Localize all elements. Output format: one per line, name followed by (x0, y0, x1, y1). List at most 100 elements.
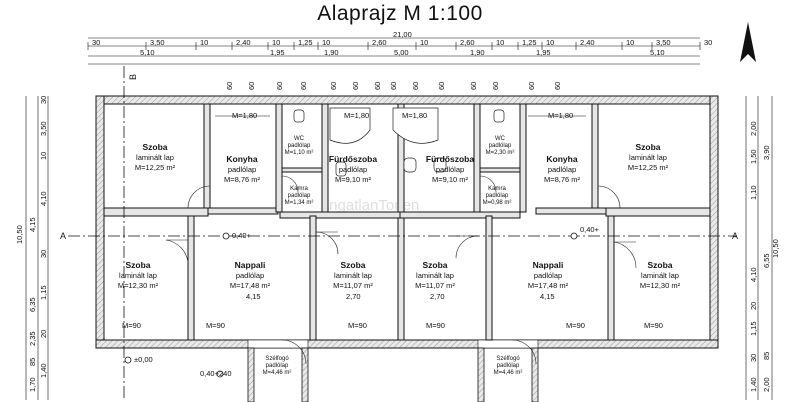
dim-right-inner: 1,50 (749, 149, 758, 164)
room-name: Fürdőszoba (426, 154, 474, 164)
dim-pier: 60 (469, 82, 478, 90)
dim-living-r: 4,15 (540, 292, 555, 301)
page-title: Alaprajz M 1:100 (317, 2, 483, 25)
opening-bath-l: M=1,80 (344, 111, 369, 120)
room-floor: laminált lap (641, 271, 679, 280)
dim-right-inner: 1,40 (749, 377, 758, 392)
room-area: M=2,30 m² (486, 150, 515, 156)
dim-left-inner: 1,15 (39, 285, 48, 300)
dim-left-outer: 2,35 (28, 331, 37, 346)
opening-kitchen-r: M=1,80 (548, 111, 573, 120)
dim-left-outer: 4,15 (28, 217, 37, 232)
dim-left-outer: 85 (28, 358, 37, 366)
door-swings (165, 175, 637, 365)
room-floor: laminált lap (119, 271, 157, 280)
dim-room-c2: 2,70 (430, 292, 445, 301)
dim-left-inner: 3,50 (39, 121, 48, 136)
dim-top-row2: 1,95 (536, 48, 551, 57)
room-floor: padlólap (339, 165, 367, 174)
room-floor: laminált lap (416, 271, 454, 280)
dim-pier: 60 (373, 82, 382, 90)
dim-right-outer: 6,55 (762, 253, 771, 268)
dim-left-inner: 20 (39, 330, 48, 338)
dim-top-row1: 1,25 (298, 38, 313, 47)
room-name: WC (495, 136, 506, 142)
room-name: Szoba (142, 142, 167, 152)
dim-pier: 60 (329, 82, 338, 90)
room-name: Konyha (546, 154, 577, 164)
dim-top-row1: 1,25 (522, 38, 537, 47)
room-floor: laminált lap (629, 153, 667, 162)
dim-top-row1: 2,40 (580, 38, 595, 47)
dim-right-inner: 1,10 (749, 185, 758, 200)
dim-top-row1: 10 (420, 38, 428, 47)
room-name: Szoba (635, 142, 660, 152)
room-floor: padlólap (228, 165, 256, 174)
dim-top-row1: 10 (496, 38, 504, 47)
room-floor: padlólap (548, 165, 576, 174)
dim-top-row1: 30 (92, 38, 100, 47)
room-floor: padlólap (489, 143, 512, 149)
room-floor: padlólap (288, 143, 311, 149)
section-b-top: B (128, 74, 138, 80)
outer-walls (95, 95, 719, 402)
bathroom-fixtures (293, 107, 505, 177)
room-floor: padlólap (236, 271, 264, 280)
dim-pier: 60 (491, 82, 500, 90)
dim-top-row1: 10 (322, 38, 330, 47)
room-area: M=12,30 m² (640, 281, 681, 290)
room-area: M=8,76 m² (224, 175, 261, 184)
dim-pier: 60 (527, 82, 536, 90)
section-a-left: A (60, 231, 66, 241)
watermark: IngatlanTonen (325, 197, 419, 214)
room-area: M=4,46 m² (263, 370, 292, 376)
north-arrow-icon (740, 22, 756, 62)
room-name: Nappali (235, 260, 266, 270)
dim-total-right: 10,50 (771, 239, 780, 258)
room-name: Szoba (340, 260, 365, 270)
dim-top-row1: 3,50 (150, 38, 165, 47)
room-floor: laminált lap (136, 153, 174, 162)
dim-left-inner: 30 (39, 96, 48, 104)
dim-top-row2: 5,10 (650, 48, 665, 57)
level-label-2: 0,40+ (580, 225, 600, 234)
room-name: Kamra (488, 186, 506, 192)
dim-top-row1: 10 (272, 38, 280, 47)
room-area: M=11,07 m² (415, 281, 455, 290)
room-area: M=12,25 m² (628, 163, 669, 172)
dim-pier: 60 (351, 82, 360, 90)
room-area: M=9,10 m² (432, 175, 469, 184)
dim-top-row2: 1,95 (270, 48, 285, 57)
dim-top-row2: 5,10 (140, 48, 155, 57)
dim-pier: 60 (389, 82, 398, 90)
dim-top-row1: 10 (546, 38, 554, 47)
dim-right-inner: 1,15 (749, 321, 758, 336)
dim-top-row1: 2,60 (372, 38, 387, 47)
room-area: M=17,48 m² (230, 281, 271, 290)
dim-pier: 60 (299, 82, 308, 90)
room-name: Nappali (533, 260, 564, 270)
level-markers: 0,40+ 0,40+ ±0,00 0,40+240 (124, 225, 600, 378)
room-floor: padlólap (497, 363, 520, 369)
dim-left-inner: 30 (39, 250, 48, 258)
level-label-1: 0,40+ (232, 231, 252, 240)
section-a-right: A (732, 231, 738, 241)
opening-living-l: M=90 (206, 321, 225, 330)
dim-top-row1: 2,60 (460, 38, 475, 47)
room-area: M=8,76 m² (544, 175, 581, 184)
opening-room-sw: M=90 (122, 321, 141, 330)
room-name: Szélfogó (496, 356, 520, 362)
room-area: M=12,30 m² (118, 281, 159, 290)
